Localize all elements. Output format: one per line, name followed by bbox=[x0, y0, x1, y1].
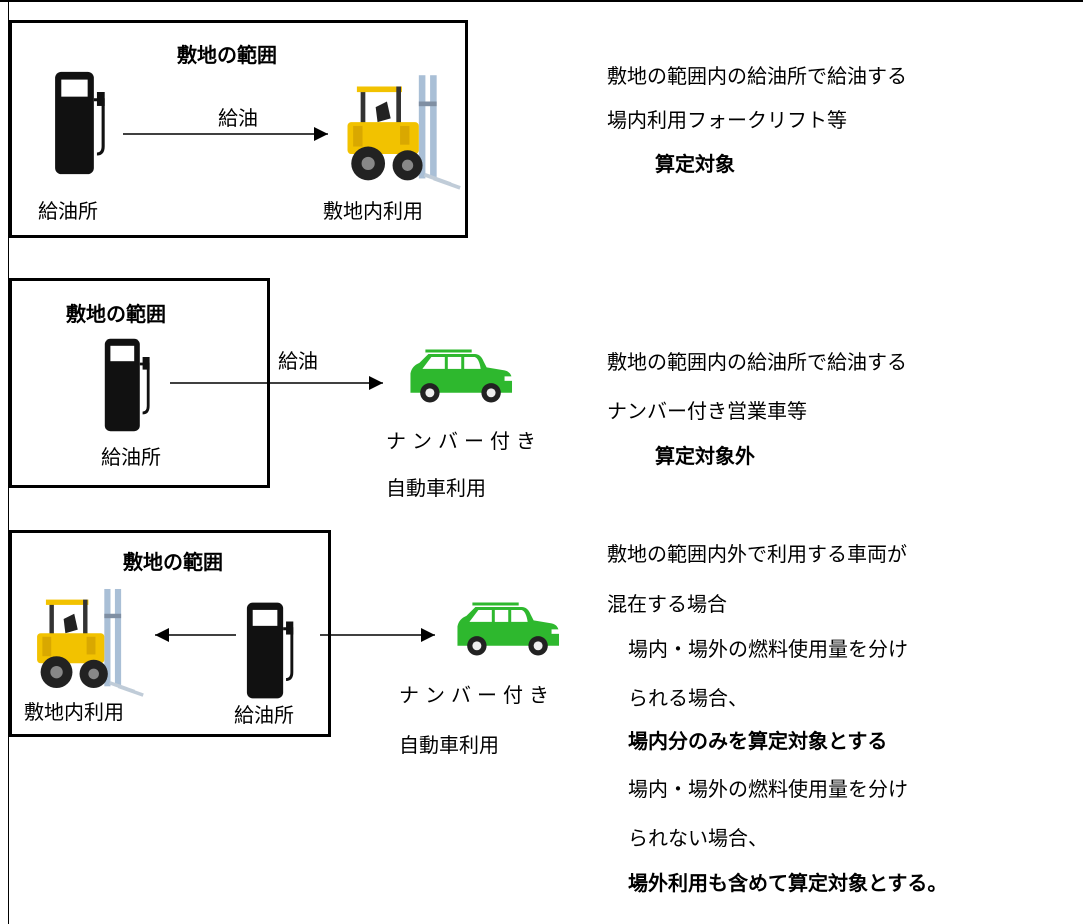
description-line-3-2: 混在する場合 bbox=[607, 592, 727, 616]
fuel-station-label-2: 給油所 bbox=[101, 445, 161, 469]
verdict-2: 算定対象外 bbox=[655, 444, 755, 468]
numbered-vehicle-label-2-line2: 自動車利用 bbox=[386, 476, 486, 500]
arrow-right-icon bbox=[170, 376, 383, 390]
site-boundary-title-3: 敷地の範囲 bbox=[123, 550, 223, 574]
case1-line-1: 場内・場外の燃料使用量を分け bbox=[628, 637, 908, 661]
site-boundary-title-2: 敷地の範囲 bbox=[66, 302, 166, 326]
case1-line-2: られる場合、 bbox=[628, 686, 748, 710]
fuel-arrow-label-1: 給油 bbox=[218, 106, 258, 130]
case2-line-1: 場内・場外の燃料使用量を分け bbox=[628, 777, 908, 801]
frame-left-border bbox=[8, 0, 9, 924]
description-line-2-2: ナンバー付き営業車等 bbox=[607, 399, 807, 423]
description-line-3-1: 敷地の範囲内外で利用する車両が bbox=[607, 542, 907, 566]
fuel-station-label-1: 給油所 bbox=[38, 199, 98, 223]
verdict-1: 算定対象 bbox=[655, 152, 735, 176]
case1-verdict: 場内分のみを算定対象とする bbox=[628, 729, 888, 753]
numbered-vehicle-label-2-line1: ナンバー付き bbox=[386, 429, 542, 453]
numbered-vehicle-label-3-line1: ナンバー付き bbox=[399, 683, 555, 707]
description-line-2-1: 敷地の範囲内の給油所で給油する bbox=[607, 350, 907, 374]
fuel-station-label-3: 給油所 bbox=[234, 703, 294, 727]
arrow-right-icon bbox=[123, 127, 328, 141]
frame-top-border bbox=[0, 0, 1083, 2]
on-site-use-label-3: 敷地内利用 bbox=[24, 700, 124, 724]
description-line-1-1: 敷地の範囲内の給油所で給油する bbox=[607, 64, 907, 88]
fuel-arrow-label-2: 給油 bbox=[278, 349, 318, 373]
arrow-left-icon bbox=[155, 628, 236, 642]
case2-verdict: 場外利用も含めて算定対象とする。 bbox=[628, 871, 948, 895]
description-line-1-2: 場内利用フォークリフト等 bbox=[607, 108, 847, 132]
arrow-right-icon bbox=[320, 628, 435, 642]
site-boundary-title-1: 敷地の範囲 bbox=[177, 43, 277, 67]
numbered-vehicle-label-3-line2: 自動車利用 bbox=[399, 733, 499, 757]
case2-line-2: られない場合、 bbox=[628, 826, 768, 850]
on-site-use-label-1: 敷地内利用 bbox=[323, 199, 423, 223]
